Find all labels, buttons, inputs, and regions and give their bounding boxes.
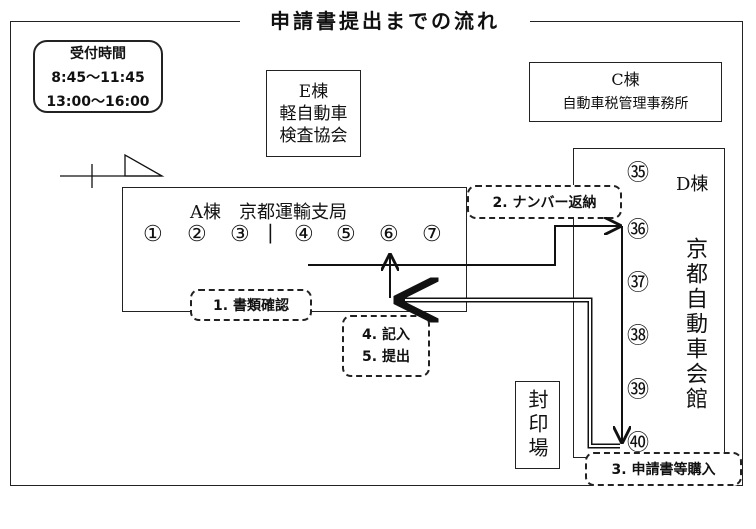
window-35: ㉟ [627, 161, 650, 186]
north-arrow-icon [60, 153, 165, 188]
building-d-hall-name: 京都自動車会館 [682, 237, 707, 412]
step-3-purchase-forms: 3. 申請書等購入 [585, 452, 742, 486]
step-3-label: 3. 申請書等購入 [611, 462, 716, 478]
building-e: E棟 軽自動車 検査協会 [266, 70, 361, 157]
seal-area-label: 封印場 [525, 389, 549, 461]
building-e-line3: 検査協会 [279, 125, 348, 146]
step-1-document-check: 1. 書類確認 [190, 289, 312, 321]
window-5: ⑤ [336, 222, 356, 247]
arrow-to-plate-return [308, 226, 620, 266]
window-37: ㊲ [627, 271, 650, 296]
building-e-label: E棟 [298, 81, 329, 102]
building-c-label: C棟 [611, 70, 640, 89]
seal-area: 封印場 [515, 381, 560, 469]
step-2-plate-return: 2. ナンバー返納 [467, 185, 622, 219]
step-4-5-fill-submit: 4. 記入 5. 提出 [342, 315, 430, 377]
building-c-office: 自動車税管理事務所 [562, 96, 689, 112]
window-39: ㊴ [627, 378, 650, 403]
arrow-back-to-a-building [398, 300, 620, 449]
reception-hours-box: 受付時間 8:45〜11:45 13:00〜16:00 [33, 40, 163, 113]
window-divider: | [267, 220, 274, 244]
window-36: ㊱ [627, 218, 650, 243]
building-a-label: A棟 京都運輸支局 [190, 202, 347, 223]
step-5-label: 5. 提出 [362, 349, 410, 365]
window-7: ⑦ [422, 222, 442, 247]
building-c: C棟 自動車税管理事務所 [529, 62, 722, 122]
building-d-label: D棟 [676, 174, 709, 195]
window-40: ㊵ [627, 431, 650, 456]
step-4-label: 4. 記入 [362, 327, 410, 343]
hours-morning: 8:45〜11:45 [51, 69, 145, 86]
diagram-title: 申請書提出までの流れ [240, 8, 530, 34]
hours-afternoon: 13:00〜16:00 [46, 93, 150, 110]
window-38: ㊳ [627, 324, 650, 349]
step-2-label: 2. ナンバー返納 [492, 195, 597, 211]
window-4: ④ [294, 222, 314, 247]
building-e-line2: 軽自動車 [279, 103, 348, 124]
window-1: ① [143, 222, 163, 247]
window-6: ⑥ [379, 222, 399, 247]
hours-heading: 受付時間 [70, 45, 126, 62]
window-2: ② [187, 222, 207, 247]
window-3: ③ [230, 222, 250, 247]
step-1-label: 1. 書類確認 [213, 298, 289, 314]
